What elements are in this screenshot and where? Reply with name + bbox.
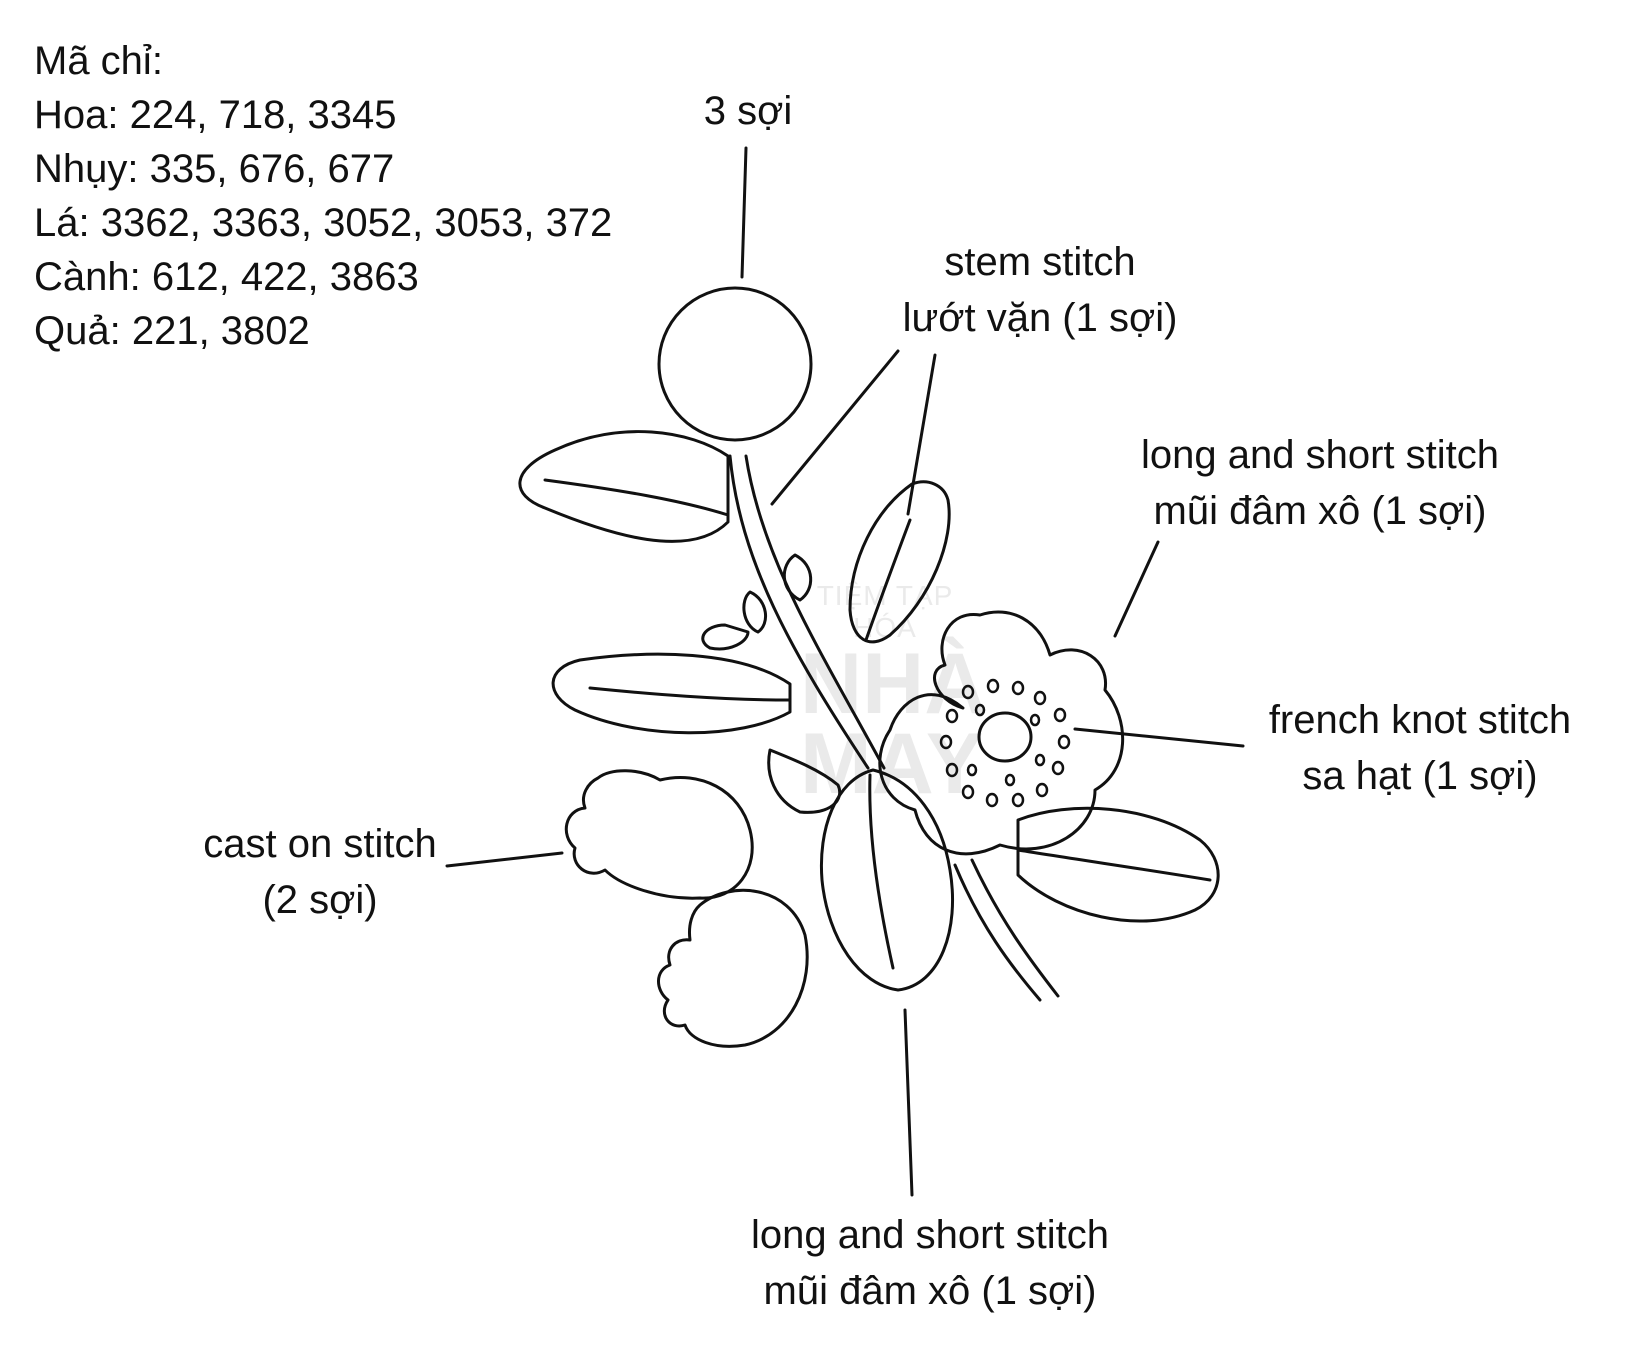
flower-petals <box>878 610 1125 856</box>
label-petal-long-short-en: long and short stitch <box>1141 433 1499 477</box>
legend-title: Mã chỉ: <box>34 39 163 83</box>
label-cast-on-en: cast on stitch <box>203 822 437 866</box>
label-stem-stitch-vi: lướt vặn (1 sợi) <box>902 296 1178 340</box>
leaf-upper-right <box>848 480 951 644</box>
label-berry-threads: 3 sợi <box>688 83 808 139</box>
label-petal-long-short-vi: mũi đâm xô (1 sợi) <box>1153 489 1487 533</box>
label-stem-stitch: stem stitch lướt vặn (1 sợi) <box>880 234 1200 346</box>
label-petal-long-short: long and short stitch mũi đâm xô (1 sợi) <box>1100 427 1540 539</box>
leaves <box>518 430 1220 992</box>
leaf-bottom-center-vein <box>868 773 895 970</box>
leaf-middle-left-vein <box>588 686 792 702</box>
leaf-small-left <box>767 748 842 814</box>
label-leaf-long-short-en: long and short stitch <box>751 1213 1109 1257</box>
leaf-upper-right-vein <box>864 518 912 642</box>
leaf-bottom-right <box>1016 806 1220 923</box>
leader-cast-on <box>445 851 564 868</box>
berry-circle <box>657 286 813 442</box>
label-cast-on: cast on stitch (2 sợi) <box>170 816 470 928</box>
leader-lines <box>445 146 1245 1197</box>
legend-line-flower: Hoa: 224, 718, 3345 <box>34 93 397 137</box>
flower <box>878 610 1125 856</box>
legend-line-fruit: Quả: 221, 3802 <box>34 309 310 353</box>
fruit-lower <box>657 888 809 1048</box>
label-berry-threads-text: 3 sợi <box>703 89 793 133</box>
thread-code-legend: Mã chỉ: Hoa: 224, 718, 3345 Nhụy: 335, 6… <box>34 34 612 358</box>
legend-line-pistil: Nhụy: 335, 676, 677 <box>34 147 395 191</box>
label-cast-on-vi: (2 sợi) <box>262 878 378 922</box>
fruits <box>564 769 809 1048</box>
small-buds <box>701 553 813 651</box>
label-french-knot: french knot stitch sa hạt (1 sợi) <box>1240 692 1600 804</box>
label-french-knot-en: french knot stitch <box>1268 698 1572 742</box>
label-leaf-long-short: long and short stitch mũi đâm xô (1 sợi) <box>710 1207 1150 1319</box>
leader-stem-2 <box>906 353 937 516</box>
leaf-bottom-right-vein <box>1016 848 1212 882</box>
leader-berry <box>740 146 748 279</box>
label-french-knot-vi: sa hạt (1 sợi) <box>1302 754 1538 798</box>
fruit-upper <box>564 769 754 900</box>
leader-french-knot <box>1073 727 1245 748</box>
leader-petal <box>1113 540 1160 638</box>
legend-line-branch: Cành: 612, 422, 3863 <box>34 255 419 299</box>
bud-3 <box>701 623 750 651</box>
label-leaf-long-short-vi: mũi đâm xô (1 sợi) <box>763 1269 1097 1313</box>
bud-1 <box>782 553 813 602</box>
flower-center <box>977 711 1033 763</box>
leader-leaf-bottom <box>903 1008 914 1197</box>
legend-line-leaf: Lá: 3362, 3363, 3052, 3053, 372 <box>34 201 613 245</box>
leader-stem-1 <box>770 349 900 506</box>
main-stem <box>728 454 1060 1002</box>
french-knot-dots <box>939 678 1071 808</box>
leaf-upper-left <box>518 430 730 543</box>
leaf-bottom-center <box>819 768 955 992</box>
leaf-middle-left <box>551 652 792 735</box>
leaf-upper-left-vein <box>543 478 730 517</box>
label-stem-stitch-en: stem stitch <box>944 240 1136 284</box>
bud-2 <box>742 590 767 634</box>
